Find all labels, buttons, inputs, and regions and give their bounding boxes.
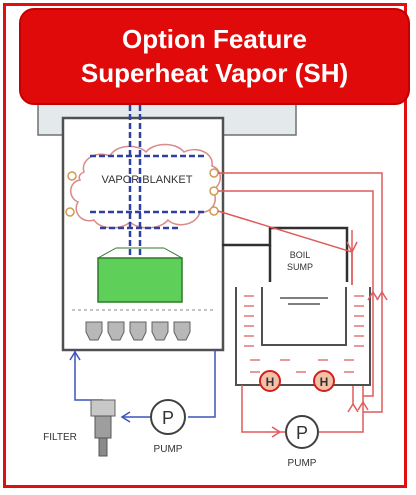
heater-1: H bbox=[259, 370, 281, 392]
boil-sump-label-2: SUMP bbox=[287, 262, 313, 272]
boil-sump-label-1: BOIL bbox=[290, 250, 311, 260]
banner-title-line1: Option Feature bbox=[122, 24, 307, 54]
filter-label: FILTER bbox=[43, 432, 77, 443]
sump-divider bbox=[222, 226, 349, 282]
pump-2-label: PUMP bbox=[288, 458, 317, 469]
pump-1-symbol: P bbox=[162, 408, 174, 428]
nozzle-left-2 bbox=[65, 207, 75, 217]
heater-2-symbol: H bbox=[320, 375, 329, 389]
vapor-blanket-cloud bbox=[65, 143, 221, 229]
nozzle-right-2 bbox=[209, 186, 219, 196]
superheat-vapor-lines bbox=[217, 172, 388, 438]
nozzle-right-1 bbox=[209, 168, 219, 178]
boil-sump-vessel bbox=[235, 287, 371, 386]
heater-1-symbol: H bbox=[266, 375, 275, 389]
title-banner: Option Feature Superheat Vapor (SH) bbox=[19, 8, 410, 105]
parts-basket bbox=[97, 257, 183, 303]
nozzle-left-1 bbox=[67, 171, 77, 181]
filter bbox=[90, 399, 116, 457]
nozzle-right-3 bbox=[209, 206, 219, 216]
banner-title-line2: Superheat Vapor (SH) bbox=[80, 58, 349, 88]
pump-2-symbol: P bbox=[296, 423, 308, 443]
pump-filter-loop: P bbox=[150, 399, 186, 435]
basket-wires bbox=[97, 247, 183, 259]
transducers bbox=[85, 321, 191, 341]
pump-1-label: PUMP bbox=[154, 444, 183, 455]
heater-2: H bbox=[313, 370, 335, 392]
vapor-blanket-label: VAPOR BLANKET bbox=[102, 174, 193, 186]
pump-superheat-loop: P bbox=[285, 415, 319, 449]
